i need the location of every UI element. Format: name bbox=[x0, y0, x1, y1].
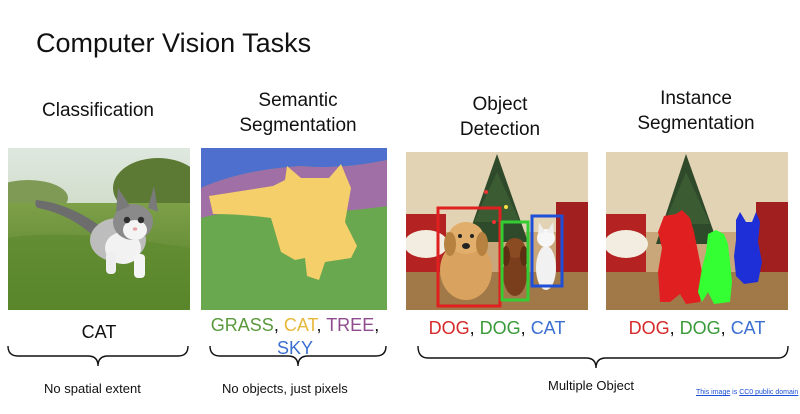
task-title-instance-segmentation: Instance Segmentation bbox=[606, 86, 786, 136]
label-grass: GRASS bbox=[210, 315, 274, 335]
detection-label: DOG, DOG, CAT bbox=[400, 318, 594, 339]
label-sep: , bbox=[669, 318, 680, 338]
classification-label: CAT bbox=[8, 322, 190, 343]
brace-semantic bbox=[209, 345, 387, 367]
label-tree: TREE bbox=[326, 315, 375, 335]
task-title-line: Segmentation bbox=[637, 113, 755, 134]
label-cat: CAT bbox=[81, 322, 117, 342]
task-title-object-detection: Object Detection bbox=[410, 92, 590, 142]
caption-no-objects-just-pixels: No objects, just pixels bbox=[222, 381, 348, 396]
instance-segmentation-photo bbox=[606, 152, 788, 310]
caption-no-spatial-extent: No spatial extent bbox=[44, 381, 141, 396]
task-title-semantic-segmentation: Semantic Segmentation bbox=[208, 88, 388, 138]
cat-mask-blue bbox=[734, 212, 762, 284]
task-title-line: Detection bbox=[459, 119, 541, 140]
label-dog: DOG bbox=[628, 318, 670, 338]
page-title: Computer Vision Tasks bbox=[36, 28, 312, 58]
credit-link-image[interactable]: This image bbox=[696, 389, 731, 396]
task-title-line: Segmentation bbox=[239, 115, 357, 136]
task-title-line: Object bbox=[472, 94, 528, 115]
task-title-line: Classification bbox=[42, 100, 154, 121]
task-title-classification: Classification bbox=[18, 98, 178, 123]
label-sep: , bbox=[520, 318, 531, 338]
label-sep: , bbox=[720, 318, 731, 338]
label-cat: CAT bbox=[530, 318, 566, 338]
caption-multiple-object: Multiple Object bbox=[548, 378, 634, 393]
label-dog: DOG bbox=[479, 318, 521, 338]
label-sep: , bbox=[469, 318, 480, 338]
label-sky: SKY bbox=[276, 338, 314, 358]
task-title-line: Semantic bbox=[258, 90, 338, 111]
label-dog: DOG bbox=[679, 318, 721, 338]
semantic-label: GRASS, CAT, TREE, SKY bbox=[200, 314, 390, 360]
instance-label: DOG, DOG, CAT bbox=[600, 318, 794, 339]
credit-text: is bbox=[730, 389, 740, 396]
label-sep: , bbox=[316, 315, 327, 335]
label-cat: CAT bbox=[730, 318, 766, 338]
label-dog: DOG bbox=[428, 318, 470, 338]
label-sep: , bbox=[273, 315, 284, 335]
semantic-segmentation-map bbox=[201, 148, 387, 310]
braces bbox=[7, 345, 789, 369]
task-title-line: Instance bbox=[660, 88, 732, 109]
brace-multiple-object bbox=[417, 345, 789, 369]
brace-classification bbox=[7, 345, 189, 367]
dog-bounding-box-red bbox=[436, 206, 502, 308]
dog-bounding-box-green bbox=[500, 220, 530, 302]
credit-link-license[interactable]: CC0 public domain bbox=[739, 389, 799, 396]
cat-bounding-box-blue bbox=[530, 214, 564, 288]
label-sep: , bbox=[374, 315, 380, 335]
dog-mask-red bbox=[658, 210, 702, 304]
image-credit: This image is CC0 public domain bbox=[696, 389, 798, 396]
label-cat: CAT bbox=[283, 315, 317, 335]
dog-mask-green bbox=[698, 230, 732, 304]
object-detection-photo bbox=[406, 152, 588, 310]
cat-photo bbox=[8, 148, 190, 310]
